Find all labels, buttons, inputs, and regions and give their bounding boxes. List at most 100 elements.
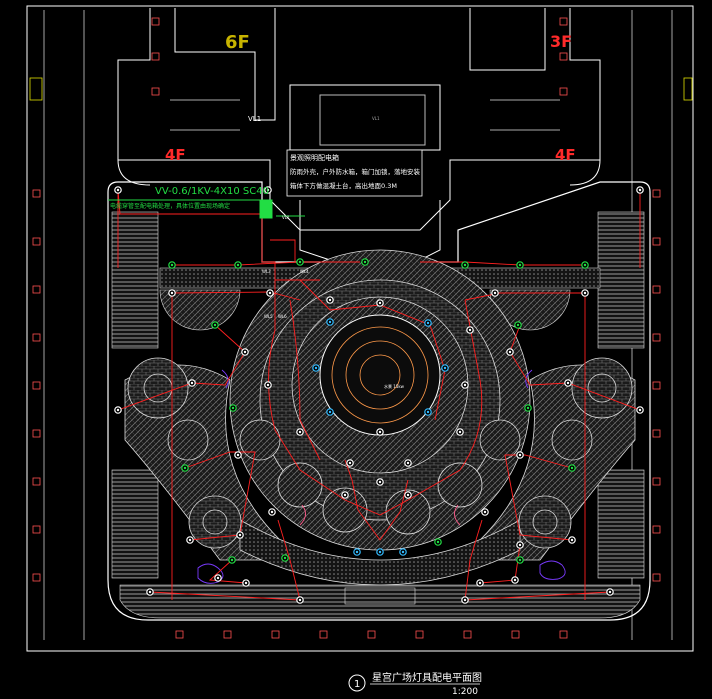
lamp-icon bbox=[168, 261, 176, 269]
edge-marker bbox=[652, 285, 661, 294]
edge-marker bbox=[511, 630, 520, 639]
box-label: VL1 bbox=[282, 215, 290, 220]
feeder-label-1: WL3 bbox=[262, 269, 271, 274]
lamp-icon bbox=[229, 404, 237, 412]
feeder-label-4: WL6 bbox=[278, 314, 287, 319]
edge-marker bbox=[32, 429, 41, 438]
feeder-label-2: WL4 bbox=[300, 269, 309, 274]
lamp-icon bbox=[481, 508, 489, 516]
edge-marker bbox=[652, 477, 661, 486]
floor-label-6f: 6F bbox=[225, 32, 250, 53]
edge-marker bbox=[559, 52, 568, 61]
title-number: 1 bbox=[354, 679, 360, 690]
edge-markers bbox=[32, 17, 661, 639]
lamp-icon bbox=[399, 548, 407, 556]
lamp-icon bbox=[214, 574, 222, 582]
side-paving bbox=[111, 211, 645, 579]
edge-marker bbox=[652, 429, 661, 438]
edge-marker bbox=[652, 189, 661, 198]
edge-marker bbox=[559, 17, 568, 26]
lamp-icon bbox=[461, 261, 469, 269]
lamp-icon bbox=[564, 379, 572, 387]
lamp-icon bbox=[188, 379, 196, 387]
edge-marker bbox=[151, 52, 160, 61]
center-label: VL1 bbox=[372, 116, 380, 121]
floor-label-4f-left: 4F bbox=[165, 146, 186, 164]
edge-marker bbox=[271, 630, 280, 639]
lamp-icon bbox=[568, 536, 576, 544]
lamp-icon bbox=[241, 348, 249, 356]
drawing-scale: 1:200 bbox=[452, 687, 478, 697]
lamp-icon bbox=[268, 508, 276, 516]
lamp-icon bbox=[376, 428, 384, 436]
planters bbox=[127, 357, 633, 549]
lamp-icon bbox=[234, 451, 242, 459]
building-outline bbox=[117, 8, 601, 276]
lamp-icon bbox=[424, 408, 432, 416]
lamp-icon bbox=[516, 261, 524, 269]
lamp-icon bbox=[346, 459, 354, 467]
edge-marker bbox=[32, 333, 41, 342]
lamp-icon bbox=[312, 364, 320, 372]
fountain-ring-outer bbox=[331, 326, 429, 424]
edge-marker bbox=[652, 381, 661, 390]
lamp-icon bbox=[516, 541, 524, 549]
plaza-boundary bbox=[107, 181, 651, 621]
lamp-icon bbox=[266, 289, 274, 297]
lamp-icon bbox=[296, 596, 304, 604]
edge-marker bbox=[32, 477, 41, 486]
lamp-icon bbox=[326, 296, 334, 304]
lamp-icon bbox=[514, 321, 522, 329]
lamp-icon bbox=[506, 348, 514, 356]
lamp-icon bbox=[234, 261, 242, 269]
lamps bbox=[114, 186, 644, 604]
edge-marker bbox=[652, 237, 661, 246]
lamp-icon bbox=[114, 406, 122, 414]
note-line1: 防雨外壳，户外防水箱，箱门加锁，落地安装 bbox=[290, 167, 421, 176]
lamp-icon bbox=[404, 491, 412, 499]
room-label: VL1 bbox=[248, 115, 261, 123]
edge-marker bbox=[32, 573, 41, 582]
floor-label-3f: 3F bbox=[550, 32, 572, 51]
edge-marker bbox=[652, 333, 661, 342]
title-number-circle bbox=[348, 674, 366, 692]
edge-marker bbox=[32, 189, 41, 198]
lamp-icon bbox=[242, 579, 250, 587]
lamp-icon bbox=[636, 406, 644, 414]
lamp-icon bbox=[376, 478, 384, 486]
edge-marker bbox=[223, 630, 232, 639]
edge-marker bbox=[463, 630, 472, 639]
lamp-icon bbox=[511, 576, 519, 584]
drawing-frame bbox=[26, 5, 694, 652]
lamp-icon bbox=[211, 321, 219, 329]
floor-label-4f-right: 4F bbox=[555, 146, 576, 164]
lamp-icon bbox=[228, 556, 236, 564]
lamp-icon bbox=[341, 491, 349, 499]
edge-marker bbox=[151, 87, 160, 96]
edge-marker bbox=[32, 381, 41, 390]
lamp-icon bbox=[434, 538, 442, 546]
lamp-icon bbox=[353, 548, 361, 556]
note-line2: 箱体下方做混凝土台，高出地面0.3M bbox=[290, 181, 397, 190]
lamp-icon bbox=[404, 459, 412, 467]
edge-marker bbox=[652, 573, 661, 582]
lamp-icon bbox=[636, 186, 644, 194]
lamp-icon bbox=[581, 261, 589, 269]
lamp-icon bbox=[441, 364, 449, 372]
lamp-icon bbox=[516, 556, 524, 564]
lamp-icon bbox=[476, 579, 484, 587]
lamp-icon bbox=[114, 186, 122, 194]
lamp-icon bbox=[376, 548, 384, 556]
circuit-wiring bbox=[117, 189, 641, 601]
edge-marker bbox=[151, 17, 160, 26]
lamp-icon bbox=[326, 318, 334, 326]
lamp-icon bbox=[296, 428, 304, 436]
lamp-icon bbox=[491, 289, 499, 297]
edge-marker bbox=[559, 630, 568, 639]
edge-marker bbox=[32, 237, 41, 246]
lamp-icon bbox=[568, 464, 576, 472]
lamp-icon bbox=[516, 451, 524, 459]
lamp-icon bbox=[376, 299, 384, 307]
